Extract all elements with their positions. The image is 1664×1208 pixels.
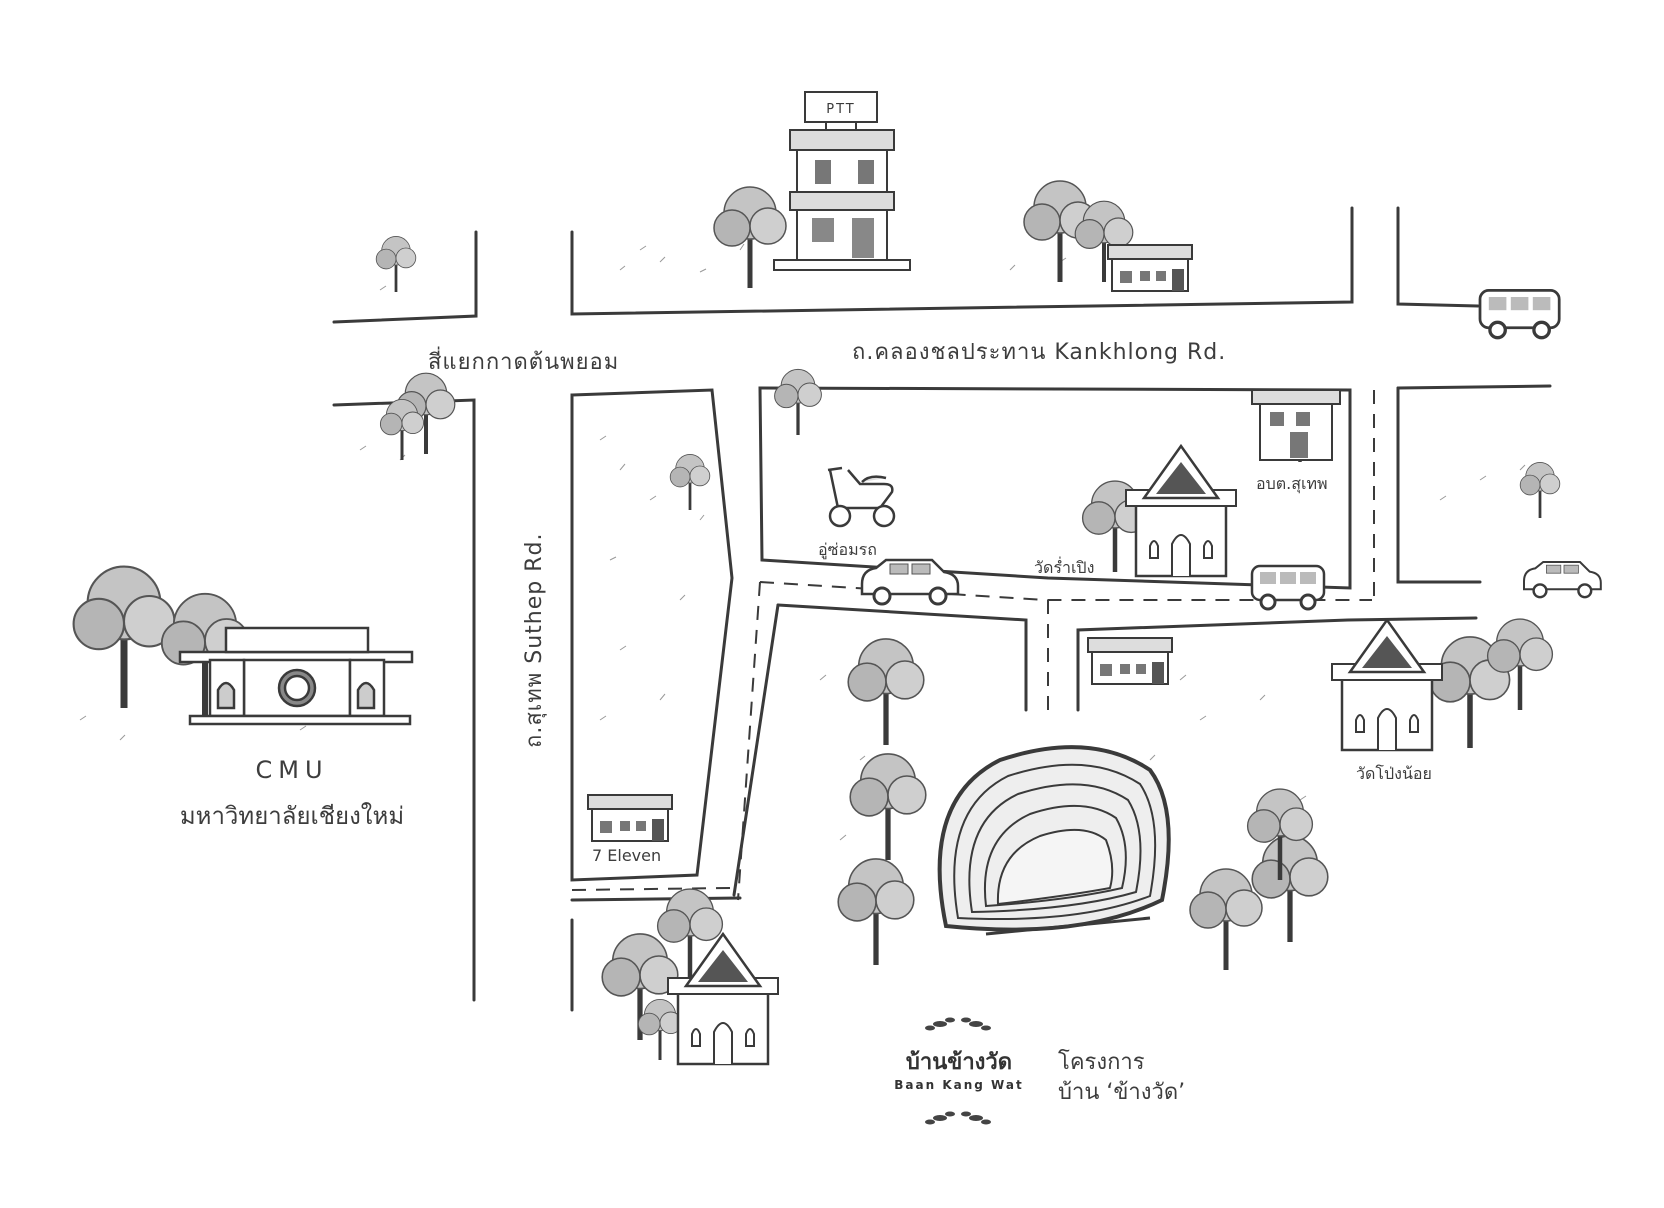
ptt-building [773, 91, 911, 271]
logo-english: Baan Kang Wat [894, 1078, 1024, 1092]
intersection-label: สี่แยกกาดต้นพยอม [428, 350, 620, 375]
logo-leaves [925, 1017, 991, 1125]
cmu-thai-label: มหาวิทยาลัยเชียงใหม่ [179, 802, 405, 830]
project-line2: บ้าน ‘ข้างวัด’ [1058, 1080, 1186, 1105]
motorbike-repair-label: อู่ซ่อมรถ [818, 540, 877, 559]
obt-suthep-label: อบต.สุเทพ [1256, 474, 1328, 493]
kankhlong-road-label: ถ.คลองชลประทาน Kankhlong Rd. [852, 340, 1227, 365]
logo-thai: บ้านข้างวัด [905, 1049, 1013, 1075]
stadium [937, 745, 1171, 936]
suthep-road-label: ถ.สุเทพ Suthep Rd. [522, 532, 547, 748]
cmu-label: CMU [255, 756, 329, 784]
seven-eleven-label: 7 Eleven [592, 846, 662, 865]
wat-pong-noi-label: วัดโป่งน้อย [1356, 764, 1432, 783]
project-line1: โครงการ [1058, 1050, 1145, 1075]
road-centerlines [571, 390, 1375, 901]
cmu-gate [178, 626, 414, 726]
wat-ram-poeng-label: วัดร่ำเปิง [1034, 558, 1095, 577]
buildings [587, 244, 1341, 842]
ptt-sign: PTT [826, 102, 856, 117]
scooter-icon [827, 466, 896, 528]
